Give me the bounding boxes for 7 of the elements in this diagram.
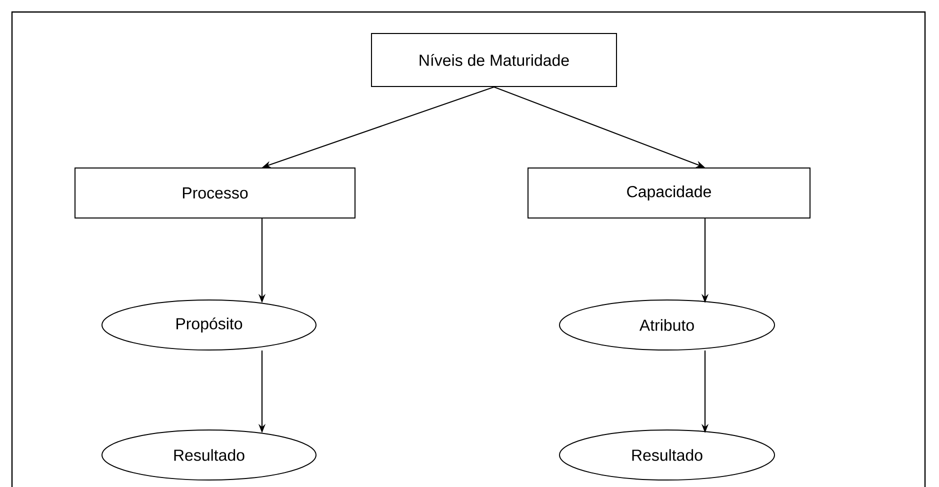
ellipse-node: Resultado [102,430,316,480]
ellipse-node: Resultado [559,430,775,480]
process-box: Níveis de Maturidade [371,33,617,87]
process-box: Capacidade [528,168,810,218]
ellipse-node: Atributo [559,300,775,350]
ellipse-node: Propósito [102,300,316,350]
process-box: Processo [74,168,356,218]
